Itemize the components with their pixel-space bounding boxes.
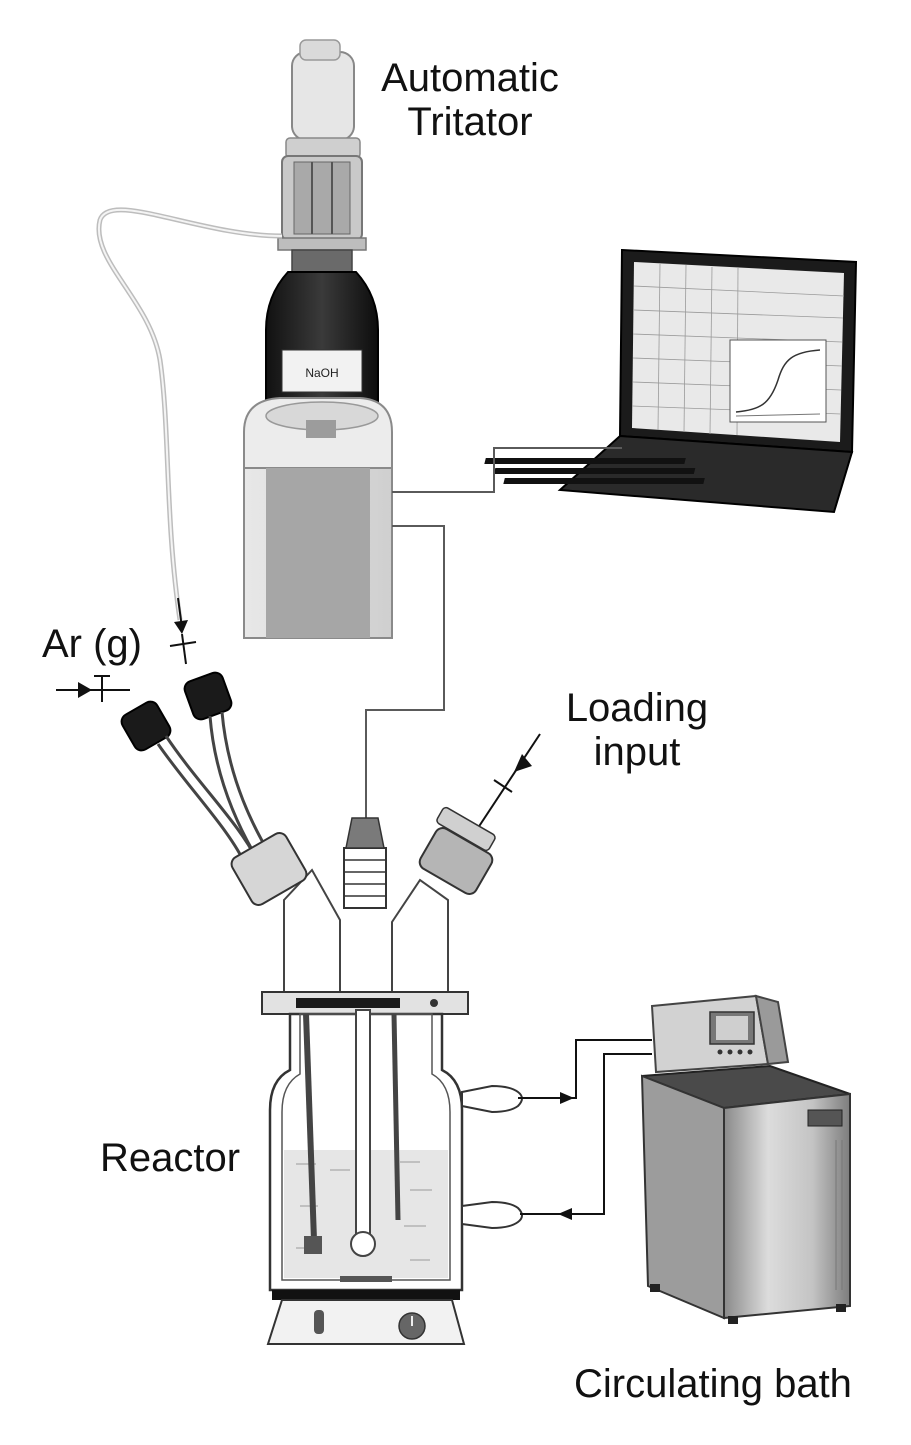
valve-icon	[120, 671, 233, 752]
loading-input-arrow	[469, 733, 541, 841]
argon-label: Ar (g)	[42, 622, 142, 666]
titrator-label-line2: Tritator	[407, 100, 533, 144]
argon-inlet-arrow	[56, 675, 130, 702]
laptop-icon	[484, 248, 858, 514]
stirrer-plate-icon	[266, 1290, 466, 1345]
circulation-lines	[518, 1039, 652, 1220]
loading-input-line1: Loading	[565, 686, 709, 730]
circulating-bath-label: Circulating bath	[574, 1362, 852, 1406]
loading-input-label: Loading input	[552, 686, 722, 774]
titrator-probe-cable	[365, 525, 445, 818]
reactor-label: Reactor	[100, 1136, 241, 1180]
bottle-label: NaOH	[305, 366, 338, 380]
titrator-label-line1: Automatic	[381, 56, 559, 100]
titrant-inlet-arrow	[169, 597, 197, 665]
titrator-icon: NaOH	[243, 39, 393, 639]
reactor-icon	[230, 806, 523, 1292]
circulating-bath-icon	[640, 994, 851, 1324]
titrator-label: Automatic Tritator	[372, 56, 568, 144]
loading-input-line2: input	[593, 730, 681, 774]
titrator-laptop-cable	[392, 447, 622, 493]
